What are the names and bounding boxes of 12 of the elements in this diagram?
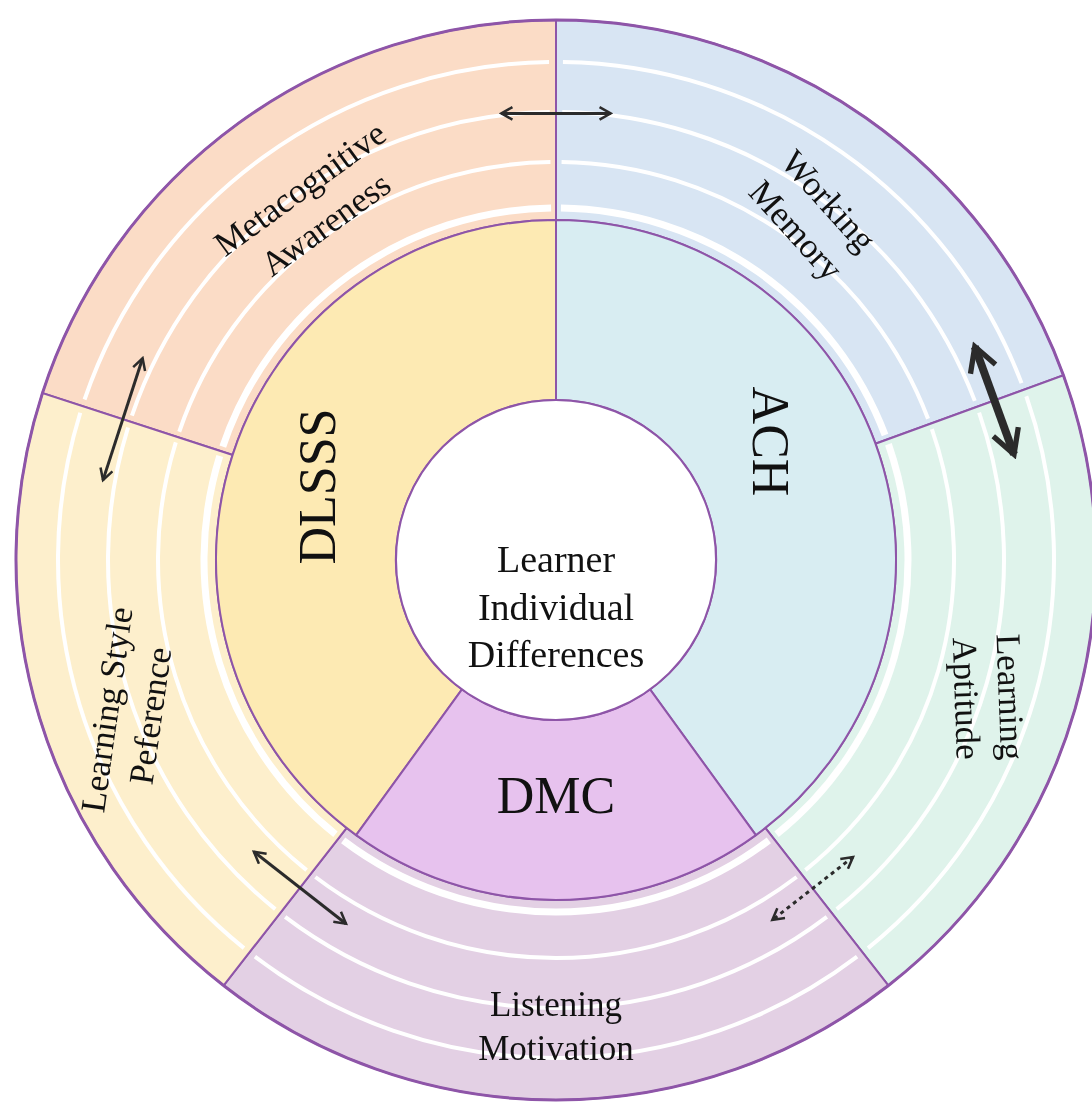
center-label: Learner Individual Differences bbox=[466, 537, 646, 678]
sector-label: DMC bbox=[495, 765, 617, 826]
dashed-arrow bbox=[771, 855, 855, 922]
sector-label: DLSSS bbox=[287, 407, 347, 567]
arrow bbox=[252, 850, 348, 925]
arrow bbox=[967, 343, 1021, 457]
arrow bbox=[99, 357, 147, 482]
segment-label: Learning Aptitude bbox=[943, 631, 1033, 763]
arrow bbox=[499, 105, 613, 121]
segment-label: Listening Motivation bbox=[477, 984, 635, 1070]
sector-label: ACH bbox=[740, 385, 800, 499]
segment-label: Learning Style Peference bbox=[71, 603, 180, 817]
